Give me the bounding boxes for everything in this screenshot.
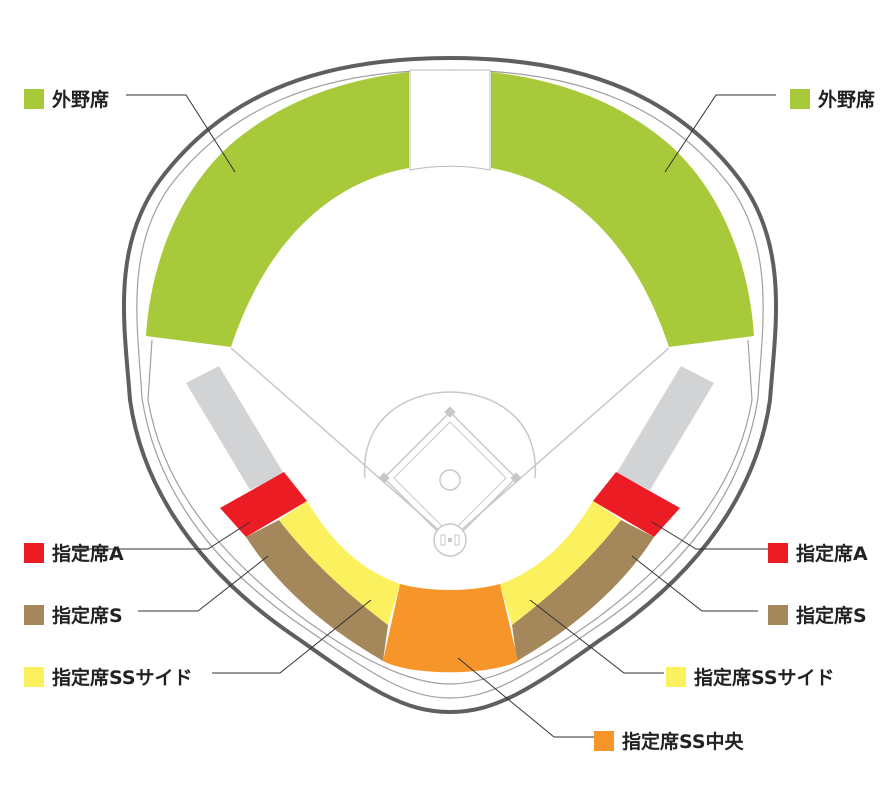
legend-seat-s-left: 指定席S (24, 601, 123, 628)
legend-label: 指定席A (52, 543, 124, 565)
batters-box-right (454, 534, 460, 546)
seat-ss-side-left (279, 501, 400, 625)
legend-label: 外野席 (818, 89, 876, 111)
second-base (444, 406, 456, 418)
legend-seat-a-left: 指定席A (24, 539, 124, 566)
leader-outfield-right (664, 94, 776, 173)
legend-label: 指定席A (796, 543, 868, 565)
stadium-inner-wall (136, 69, 764, 699)
legend-swatch (768, 604, 788, 625)
legend-seat-ss-side-left: 指定席SSサイド (24, 663, 193, 690)
leader-s-left (138, 555, 269, 612)
seat-ss-center (383, 584, 518, 673)
left-grey-stand (186, 366, 284, 490)
legend-swatch (594, 730, 614, 751)
legend-label: 指定席S (796, 605, 867, 627)
infield-arc (363, 391, 537, 479)
leader-ss-center (457, 657, 594, 738)
first-base (510, 472, 522, 484)
seat-ss-side-right (500, 501, 621, 625)
seat-s-right (512, 520, 654, 661)
legend-label: 指定席S (52, 605, 123, 627)
right-grey-stand (616, 366, 714, 490)
legend-swatch (790, 88, 810, 109)
legend-label: 指定席SS中央 (622, 731, 744, 753)
center-backscreen (409, 69, 491, 171)
leader-a-left (72, 521, 251, 550)
stadium-outer-wall (121, 55, 779, 715)
home-plate (448, 538, 452, 542)
pitchers-mound (439, 469, 461, 491)
legend-seat-ss-center: 指定席SS中央 (594, 727, 744, 754)
legend-seat-a-right: 指定席A (768, 539, 868, 566)
legend-swatch (24, 604, 44, 625)
legend-outfield-right: 外野席 (790, 85, 875, 112)
seat-a-right (593, 472, 680, 537)
batters-box-left (440, 534, 446, 546)
concourse-line (147, 339, 753, 685)
legend-swatch (24, 88, 44, 109)
leader-a-right (651, 521, 768, 550)
legend-seat-s-right: 指定席S (768, 601, 867, 628)
leader-ss-side-right (529, 599, 664, 674)
legend-label: 外野席 (52, 89, 110, 111)
leader-s-right (631, 555, 758, 612)
legend-label: 指定席SSサイド (694, 667, 835, 689)
seat-s-left (246, 520, 388, 661)
legend-seat-ss-side-right: 指定席SSサイド (666, 663, 835, 690)
legend-outfield-left: 外野席 (24, 85, 109, 112)
outfield-left-stand (146, 72, 409, 347)
leader-lines (72, 94, 776, 738)
legend-label: 指定席SSサイド (52, 667, 193, 689)
infield-inner-diamond (393, 421, 507, 535)
leader-outfield-left (126, 94, 236, 173)
legend-swatch (24, 666, 44, 687)
third-base (378, 472, 390, 484)
outfield-right-stand (491, 72, 754, 347)
legend-swatch (768, 542, 788, 563)
legend-swatch (666, 666, 686, 687)
seat-a-left (220, 472, 307, 537)
legend-swatch (24, 542, 44, 563)
leader-ss-side-left (212, 599, 372, 674)
